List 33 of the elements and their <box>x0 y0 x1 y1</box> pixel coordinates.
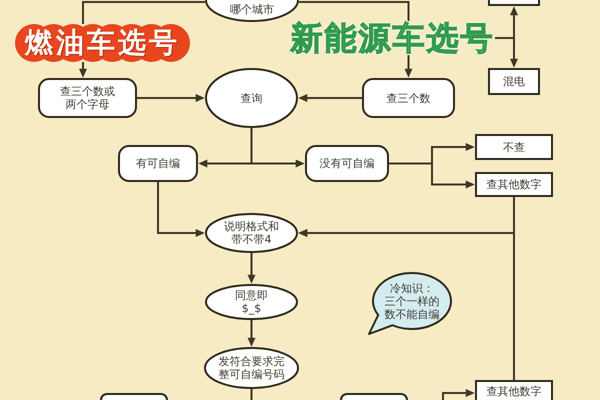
process-box: 查其他数字 <box>475 172 553 197</box>
arrow <box>157 182 204 237</box>
process-box: 不查 <box>475 134 553 160</box>
rounded-box <box>340 393 408 400</box>
process-oval: 说明格式和带不带4 <box>205 213 298 253</box>
process-oval: 同意即 $_$ <box>205 284 298 320</box>
process-box: 混电 <box>488 68 540 95</box>
rounded-box <box>100 393 168 400</box>
arrow <box>248 253 256 284</box>
arrow <box>495 37 518 68</box>
arrow <box>298 94 362 102</box>
arrow <box>248 320 256 346</box>
title-badge: 燃油车选号 <box>15 24 190 62</box>
arrow <box>250 128 304 168</box>
arrow <box>298 229 515 380</box>
rounded-box: 查三个数 <box>362 78 455 118</box>
connector-line <box>250 389 252 400</box>
process-box: 查其他数字 <box>475 380 553 400</box>
process-box <box>488 0 540 6</box>
arrow <box>404 55 412 78</box>
arrow <box>79 62 87 78</box>
rounded-box: 查三个数或两个字母 <box>38 78 137 118</box>
speech-bubble: 冷知识： 三个一样的数不能自编 <box>366 271 452 337</box>
connector-line <box>299 1 410 21</box>
rounded-box: 没有可自编 <box>305 145 389 182</box>
connector-line <box>82 1 205 24</box>
arrow <box>442 389 474 400</box>
rounded-box: 有可自编 <box>118 145 198 182</box>
process-oval: 发符合要求完整可自编号码 <box>204 347 299 389</box>
arrow <box>389 162 474 188</box>
arrow <box>137 94 204 102</box>
process-oval: 查询 <box>205 68 298 128</box>
heading-text: 新能源车选号 <box>290 21 495 55</box>
